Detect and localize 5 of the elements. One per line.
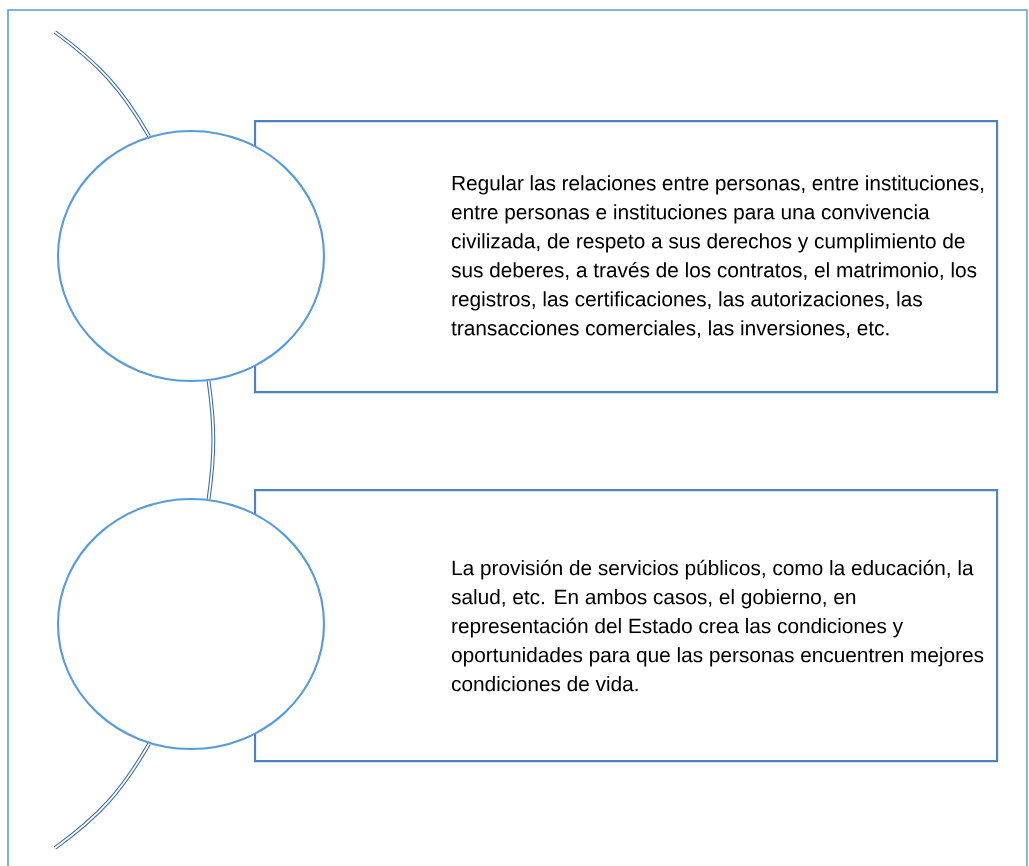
connector-line [53, 30, 151, 138]
connector-line [206, 380, 216, 500]
circle [56, 129, 326, 383]
circle [56, 497, 326, 751]
connector-line [53, 742, 151, 850]
